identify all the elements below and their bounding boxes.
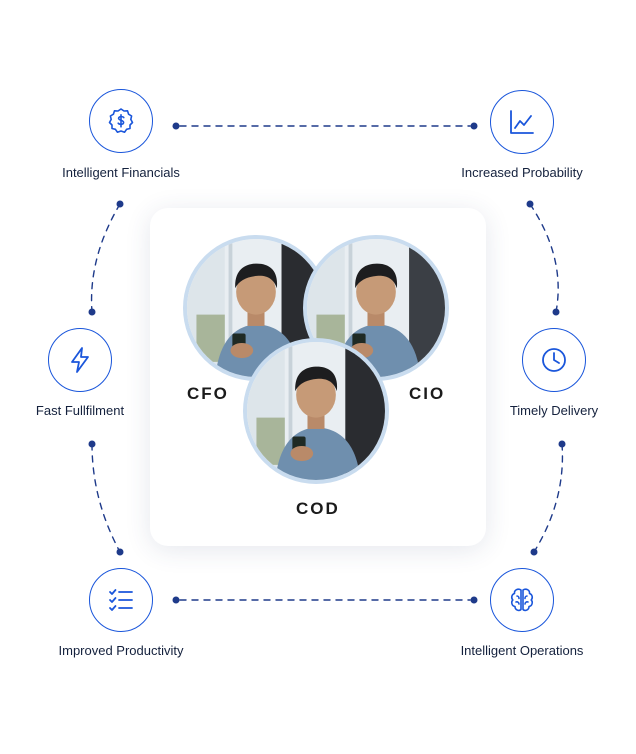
- connector-dot: [88, 440, 96, 448]
- connector-dot: [558, 440, 566, 448]
- connector-dot: [552, 308, 560, 316]
- connector-dot: [172, 596, 180, 604]
- lightning-icon: [71, 347, 89, 373]
- connector-dot: [116, 548, 124, 556]
- person-photo: [307, 239, 445, 377]
- person-photo: [247, 342, 385, 480]
- node-improved-productivity: [89, 568, 153, 632]
- node-intelligent-operations: [490, 568, 554, 632]
- connector-dot: [526, 200, 534, 208]
- connector-right-lower: [533, 443, 564, 553]
- portrait-cod: [243, 338, 389, 484]
- node-intelligent-financials: [89, 89, 153, 153]
- connector-left-upper: [90, 203, 121, 313]
- checklist-icon: [109, 589, 133, 611]
- connector-dot: [470, 122, 478, 130]
- connector-dot: [116, 200, 124, 208]
- role-label-cfo: CFO: [187, 384, 229, 403]
- node-label: Fast Fullfilment: [35, 403, 125, 418]
- node-increased-probability: [490, 90, 554, 154]
- roles-card: CFO CIO COD: [150, 208, 486, 546]
- dollar-badge-icon: [108, 108, 134, 133]
- clock-icon: [542, 348, 566, 372]
- node-label: Intelligent Financials: [62, 165, 180, 180]
- line-chart-icon: [510, 110, 534, 134]
- node-label: Improved Productivity: [58, 643, 184, 658]
- node-label: Increased Probability: [461, 165, 583, 180]
- connector-dot: [88, 308, 96, 316]
- connector-right-upper: [529, 203, 559, 313]
- node-fast-fulfilment: [48, 328, 112, 392]
- brain-icon: [510, 588, 534, 612]
- node-label: Intelligent Operations: [460, 643, 584, 658]
- role-label-cio: CIO: [409, 384, 446, 403]
- connector-dot: [172, 122, 180, 130]
- connector-dot: [530, 548, 538, 556]
- node-label: Timely Delivery: [509, 403, 599, 418]
- role-label-cod: COD: [296, 499, 340, 518]
- node-timely-delivery: [522, 328, 586, 392]
- connector-dot: [470, 596, 478, 604]
- connector-left-lower: [91, 443, 121, 553]
